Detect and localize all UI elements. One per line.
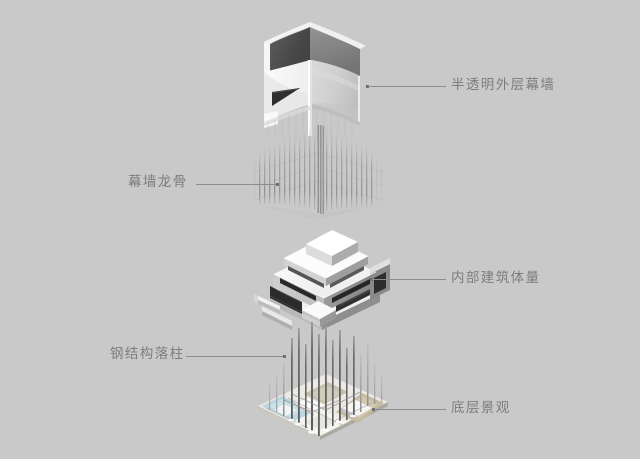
leader-dot-steel-columns — [283, 355, 286, 358]
leader-line-curtain-wall — [368, 86, 446, 87]
leader-dot-ground-landscape — [372, 408, 375, 411]
layer-curtain-wall — [248, 18, 388, 148]
leader-line-steel-columns — [186, 356, 284, 357]
leader-dot-curtain-wall — [366, 85, 369, 88]
inner-volume-geometry — [254, 230, 390, 330]
curtain-wall-geometry — [264, 22, 366, 141]
leader-line-inner-volume — [372, 279, 446, 280]
leader-dot-mullion — [276, 183, 279, 186]
annotation-steel-columns: 钢结构落柱 — [110, 346, 185, 362]
annotation-curtain-wall: 半透明外层幕墙 — [451, 77, 556, 93]
annotation-ground-landscape: 底层景观 — [451, 400, 511, 416]
ground-landscape-geometry — [258, 322, 388, 440]
layer-inner-volume — [240, 222, 402, 330]
leader-line-mullion — [196, 184, 278, 185]
annotation-inner-volume: 内部建筑体量 — [451, 270, 541, 286]
annotation-mullion: 幕墙龙骨 — [128, 174, 188, 190]
leader-dot-inner-volume — [370, 278, 373, 281]
mullion-geometry — [254, 125, 383, 220]
leader-line-ground-landscape — [374, 409, 446, 410]
layer-mullion-fins — [250, 124, 390, 230]
layer-ground-landscape — [248, 318, 398, 440]
